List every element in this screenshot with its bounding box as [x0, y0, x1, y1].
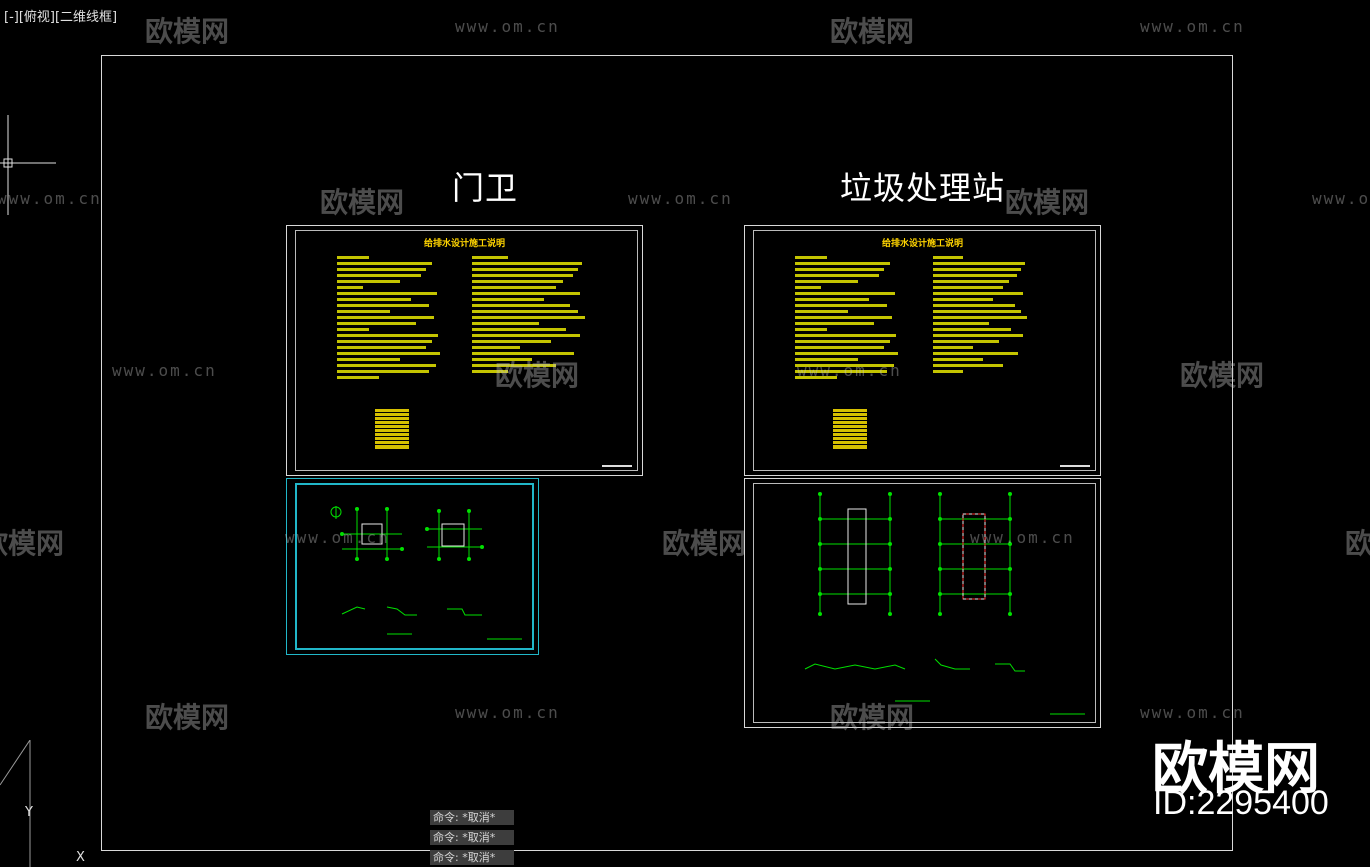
- notes-column-right: [472, 256, 592, 376]
- command-history-line: 命令: *取消*: [430, 850, 514, 865]
- command-history-line: 命令: *取消*: [430, 830, 514, 845]
- waste-plan-sheet[interactable]: [744, 478, 1101, 728]
- guard-plan-sheet[interactable]: [286, 478, 539, 655]
- legend-table: [375, 409, 409, 449]
- model-space-frame: [101, 55, 1233, 851]
- guard-plan-drawing: [330, 506, 522, 640]
- watermark-url: www.om.cn: [455, 17, 560, 36]
- waste-notes-sheet[interactable]: 给排水设计施工说明: [744, 225, 1101, 476]
- model-id: ID:2295400: [1153, 784, 1329, 822]
- notes-column-left: [337, 256, 442, 382]
- ucs-y-label: Y: [25, 805, 33, 820]
- guard-notes-sheet[interactable]: 给排水设计施工说明: [286, 225, 643, 476]
- sheet-border: [753, 230, 1096, 471]
- group-title-waste-station: 垃圾处理站: [840, 169, 1006, 207]
- watermark-logo: 欧模网: [0, 527, 65, 560]
- command-history-line: 命令: *取消*: [430, 810, 514, 825]
- viewport-controls-label[interactable]: [-][俯视][二维线框]: [4, 10, 118, 25]
- brand-logo: 欧模网: [1152, 737, 1320, 802]
- notes-column-left: [795, 256, 900, 382]
- watermark-logo: 欧模网: [1345, 527, 1370, 560]
- ucs-crosshair-icon: [0, 115, 56, 215]
- title-block: [1060, 465, 1090, 467]
- notes-column-right: [933, 256, 1033, 376]
- legend-table: [833, 409, 867, 449]
- ucs-axis-icon: [0, 740, 31, 867]
- group-title-guard: 门卫: [452, 169, 519, 207]
- watermark-url: www.om.cn: [1312, 189, 1370, 208]
- waste-plan-drawing: [804, 492, 1085, 715]
- sheet-heading: 给排水设计施工说明: [423, 239, 505, 249]
- watermark-logo: 欧模网: [145, 15, 230, 48]
- title-block: [602, 465, 632, 467]
- sheet-border: [295, 230, 638, 471]
- ucs-x-label: X: [76, 850, 85, 865]
- sheet-border: [753, 483, 1096, 723]
- sheet-border: [295, 483, 534, 650]
- sheet-heading: 给排水设计施工说明: [881, 239, 963, 249]
- watermark-url: www.om.cn: [1140, 17, 1245, 36]
- watermark-logo: 欧模网: [830, 15, 915, 48]
